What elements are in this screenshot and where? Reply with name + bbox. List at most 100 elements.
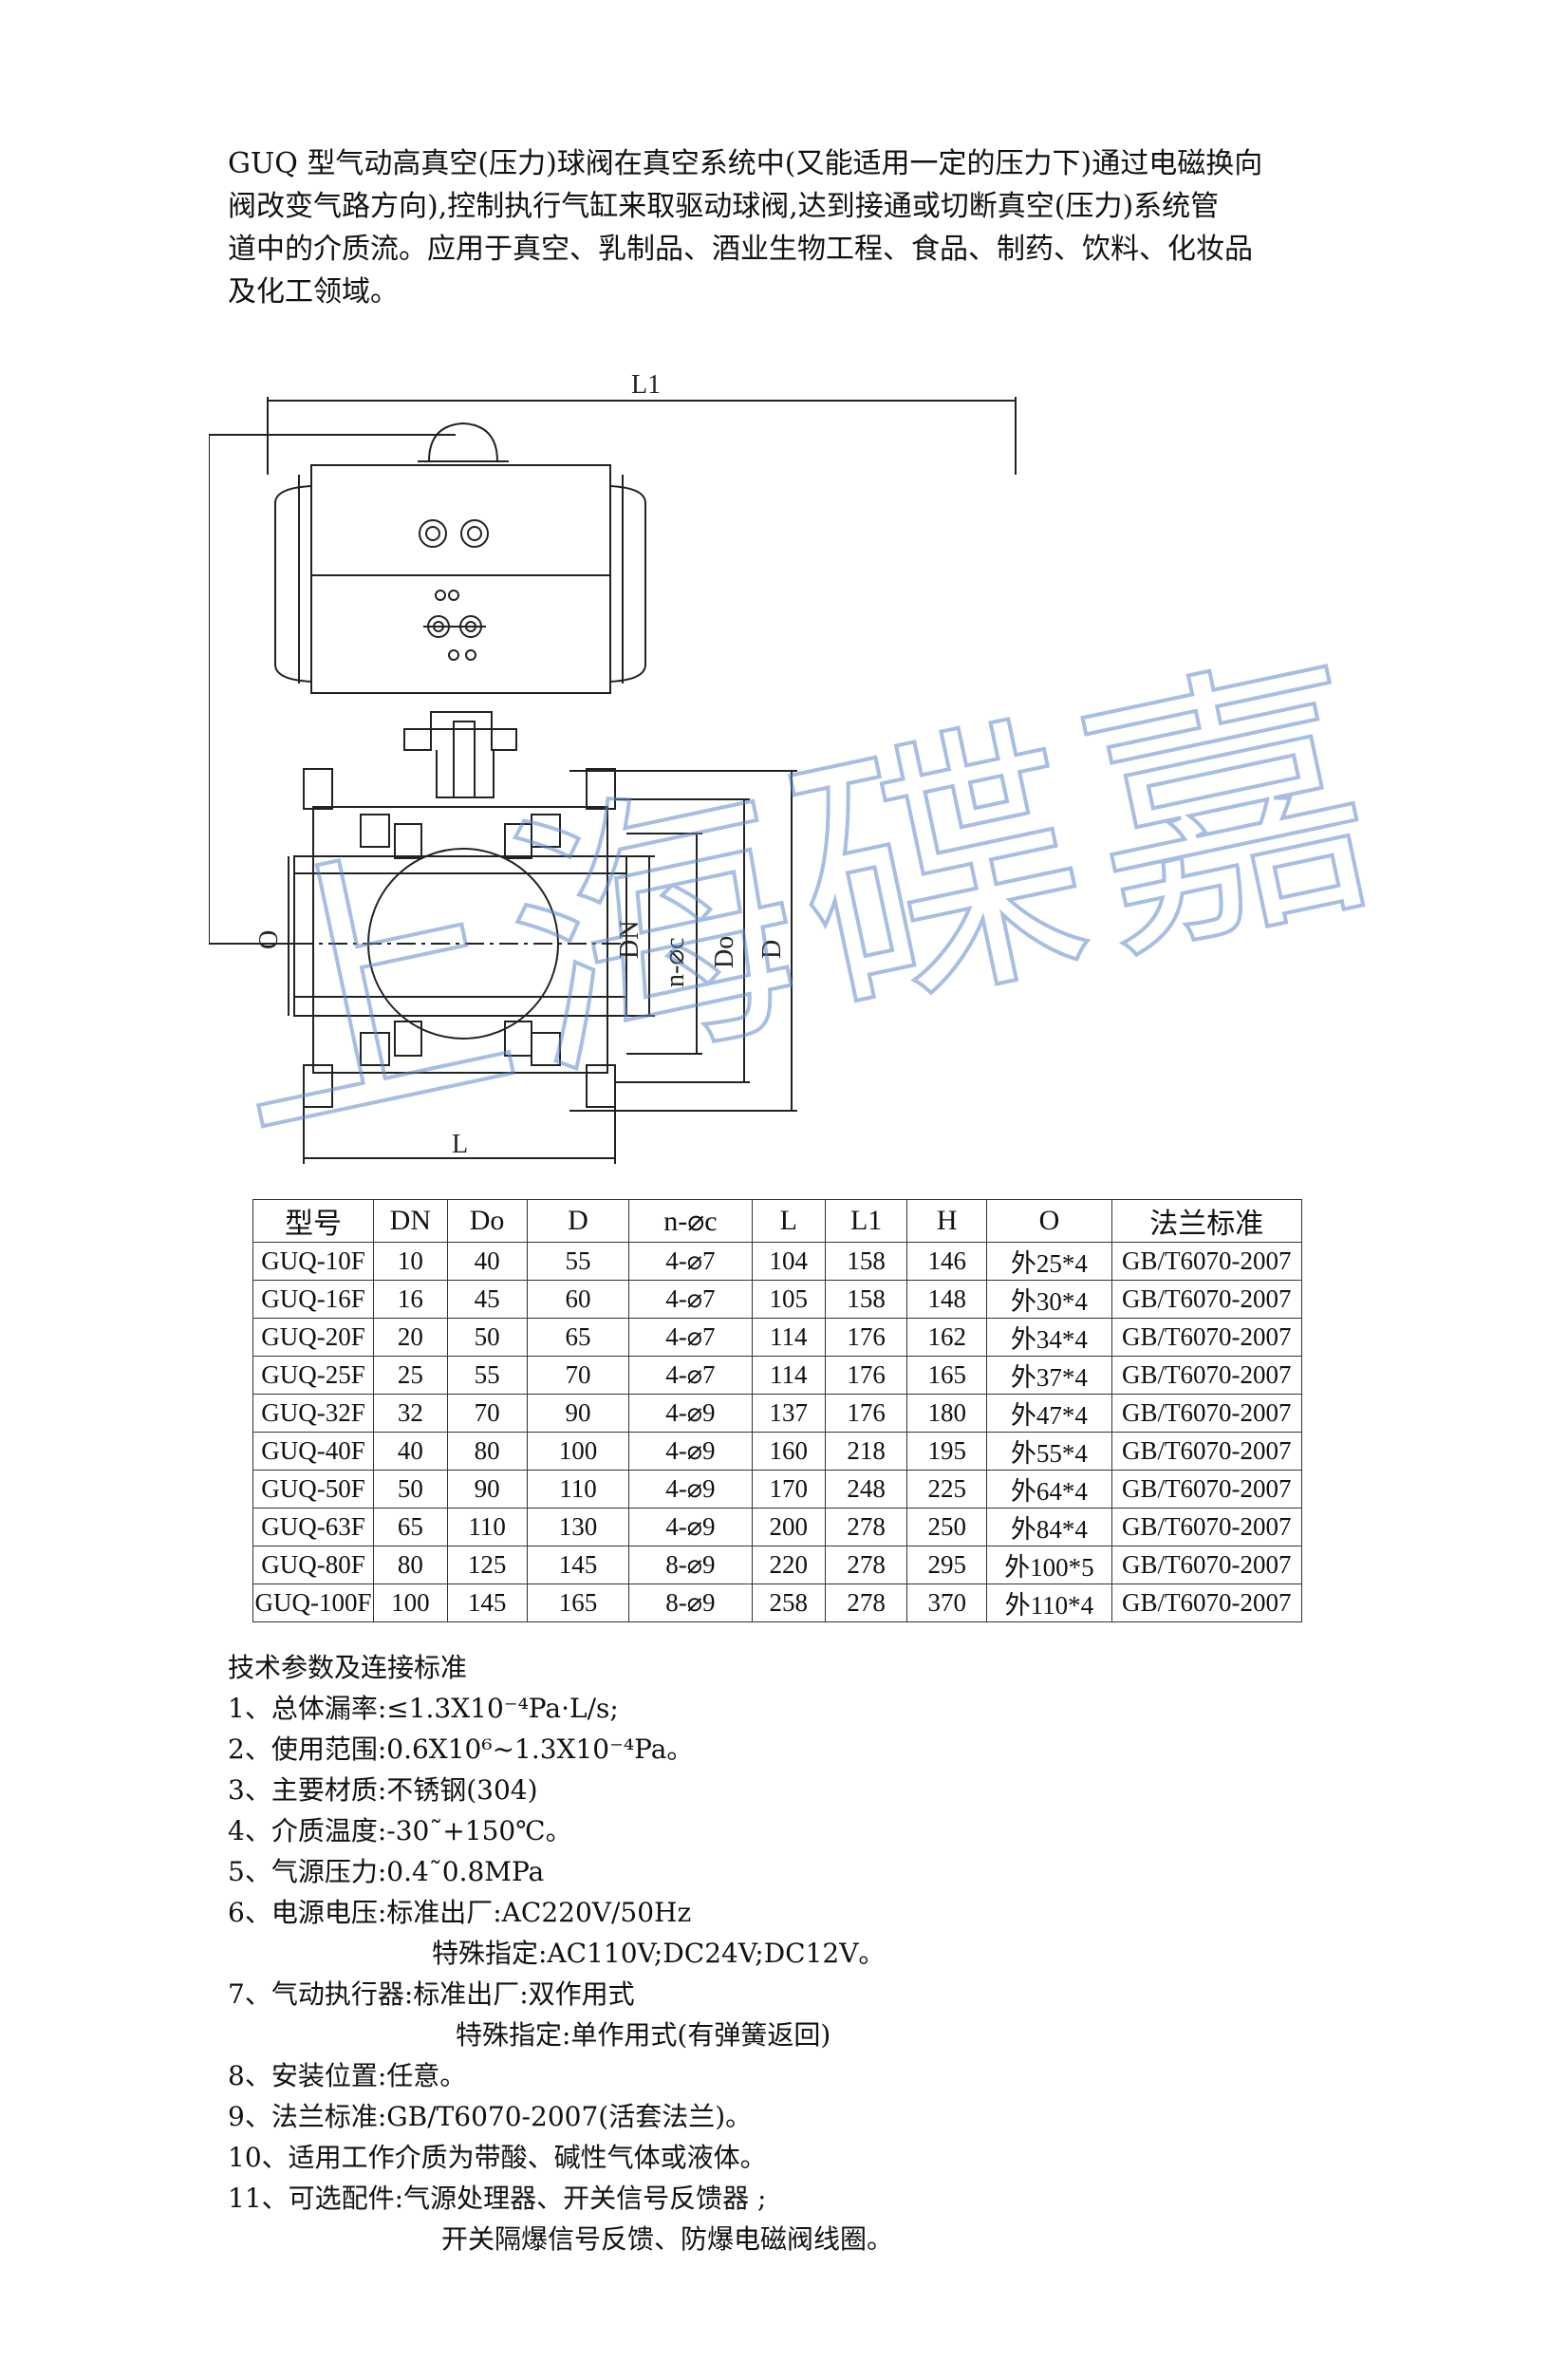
table-cell: 248 xyxy=(825,1470,908,1509)
intro-line: 道中的介质流。应用于真空、乳制品、酒业生物工程、食品、制药、饮料、化妆品 xyxy=(228,233,1253,266)
header-cell: O xyxy=(986,1199,1112,1243)
list-item: 3、主要材质:不锈钢(304) xyxy=(228,1774,538,1806)
actuator-body xyxy=(310,464,611,694)
table-cell: 145 xyxy=(446,1584,528,1622)
table-cell: 40 xyxy=(373,1432,448,1471)
label-O: O xyxy=(254,930,284,949)
table-cell: GB/T6070-2007 xyxy=(1110,1394,1303,1433)
table-cell: 110 xyxy=(526,1470,630,1509)
intro-line: GUQ 型气动高真空(压力)球阀在真空系统中(又能适用一定的压力下)通过电磁换向 xyxy=(228,147,1263,180)
table-cell: 100 xyxy=(373,1584,448,1622)
table-cell: 370 xyxy=(906,1584,988,1622)
table-cell: 176 xyxy=(825,1394,908,1433)
table-cell: 32 xyxy=(373,1394,448,1433)
label-DN: DN xyxy=(615,921,644,959)
table-cell: 295 xyxy=(906,1546,988,1584)
list-item: 6、电源电压:标准出厂:AC220V/50Hz xyxy=(228,1897,692,1928)
table-cell: 8-⌀9 xyxy=(628,1546,753,1584)
table-cell: 130 xyxy=(526,1508,630,1546)
list-item: 10、适用工作介质为带酸、碱性气体或液体。 xyxy=(228,2142,767,2173)
table-cell: 外25*4 xyxy=(986,1242,1112,1281)
table-cell: 外110*4 xyxy=(986,1584,1112,1622)
table-cell: GB/T6070-2007 xyxy=(1110,1242,1303,1281)
table-cell: 105 xyxy=(751,1280,827,1319)
table-cell: GB/T6070-2007 xyxy=(1110,1584,1303,1622)
table-cell: 65 xyxy=(526,1318,630,1357)
list-item-continuation: 特殊指定:AC110V;DC24V;DC12V。 xyxy=(432,1938,886,1969)
table-cell: 80 xyxy=(446,1432,528,1471)
list-item: 8、安装位置:任意。 xyxy=(228,2060,467,2091)
table-cell: 外55*4 xyxy=(986,1432,1112,1471)
table-cell: 50 xyxy=(373,1470,448,1509)
table-cell: 180 xyxy=(906,1394,988,1433)
table-cell: 80 xyxy=(373,1546,448,1584)
intro-line: 阀改变气路方向),控制执行气缸来取驱动球阀,达到接通或切断真空(压力)系统管 xyxy=(228,190,1220,223)
table-cell: 110 xyxy=(446,1508,528,1546)
list-item: 4、介质温度:-30˜+150℃。 xyxy=(228,1815,572,1846)
table-cell: 165 xyxy=(906,1356,988,1395)
valve-ball xyxy=(367,848,559,1040)
table-cell: 114 xyxy=(751,1318,827,1357)
table-cell: 60 xyxy=(526,1280,630,1319)
table-cell: 4-⌀9 xyxy=(628,1508,753,1546)
table-cell: 114 xyxy=(751,1356,827,1395)
table-cell: 100 xyxy=(526,1432,630,1471)
table-cell: 4-⌀7 xyxy=(628,1280,753,1319)
table-cell: 250 xyxy=(906,1508,988,1546)
table-cell: 148 xyxy=(906,1280,988,1319)
table-cell: 外47*4 xyxy=(986,1394,1112,1433)
intro-paragraph: GUQ 型气动高真空(压力)球阀在真空系统中(又能适用一定的压力下)通过电磁换向… xyxy=(228,142,1348,313)
valve-technical-drawing: L1 H O DN n-⌀c Do D L xyxy=(209,361,1310,1187)
table-cell: 4-⌀9 xyxy=(628,1394,753,1433)
table-cell: 90 xyxy=(526,1394,630,1433)
table-cell: 258 xyxy=(751,1584,827,1622)
list-item: 5、气源压力:0.4˜0.8MPa xyxy=(228,1856,545,1887)
list-item-continuation: 特殊指定:单作用式(有弹簧返回) xyxy=(456,2019,831,2051)
table-cell: 外64*4 xyxy=(986,1470,1112,1509)
list-item: 1、总体漏率:≤1.3X10⁻⁴Pa·L/s; xyxy=(228,1693,619,1724)
table-cell: 165 xyxy=(526,1584,630,1622)
table-cell: GUQ-16F xyxy=(252,1280,375,1319)
table-cell: 146 xyxy=(906,1242,988,1281)
table-cell: 176 xyxy=(825,1356,908,1395)
valve-body xyxy=(312,806,608,1074)
table-cell: GB/T6070-2007 xyxy=(1110,1280,1303,1319)
table-cell: GB/T6070-2007 xyxy=(1110,1356,1303,1395)
header-cell: Do xyxy=(446,1199,528,1243)
table-cell: 70 xyxy=(446,1394,528,1433)
table-cell: 外37*4 xyxy=(986,1356,1112,1395)
table-cell: GB/T6070-2007 xyxy=(1110,1508,1303,1546)
table-cell: 外100*5 xyxy=(986,1546,1112,1584)
table-cell: 4-⌀7 xyxy=(628,1356,753,1395)
label-L: L xyxy=(452,1130,468,1159)
table-cell: 278 xyxy=(825,1546,908,1584)
table-cell: GB/T6070-2007 xyxy=(1110,1546,1303,1584)
table-cell: 外84*4 xyxy=(986,1508,1112,1546)
table-cell: GUQ-50F xyxy=(252,1470,375,1509)
table-cell: 外30*4 xyxy=(986,1280,1112,1319)
table-cell: 16 xyxy=(373,1280,448,1319)
bracket xyxy=(403,711,517,751)
actuator-knob xyxy=(427,422,499,462)
table-cell: 50 xyxy=(446,1318,528,1357)
header-cell: L1 xyxy=(825,1199,908,1243)
table-cell: 145 xyxy=(526,1546,630,1584)
table-cell: GUQ-80F xyxy=(252,1546,375,1584)
header-cell: 型号 xyxy=(252,1199,375,1243)
table-cell: 278 xyxy=(825,1584,908,1622)
table-cell: 45 xyxy=(446,1280,528,1319)
label-n-phi-c: n-⌀c xyxy=(661,937,690,987)
table-cell: 162 xyxy=(906,1318,988,1357)
table-cell: 4-⌀7 xyxy=(628,1318,753,1357)
